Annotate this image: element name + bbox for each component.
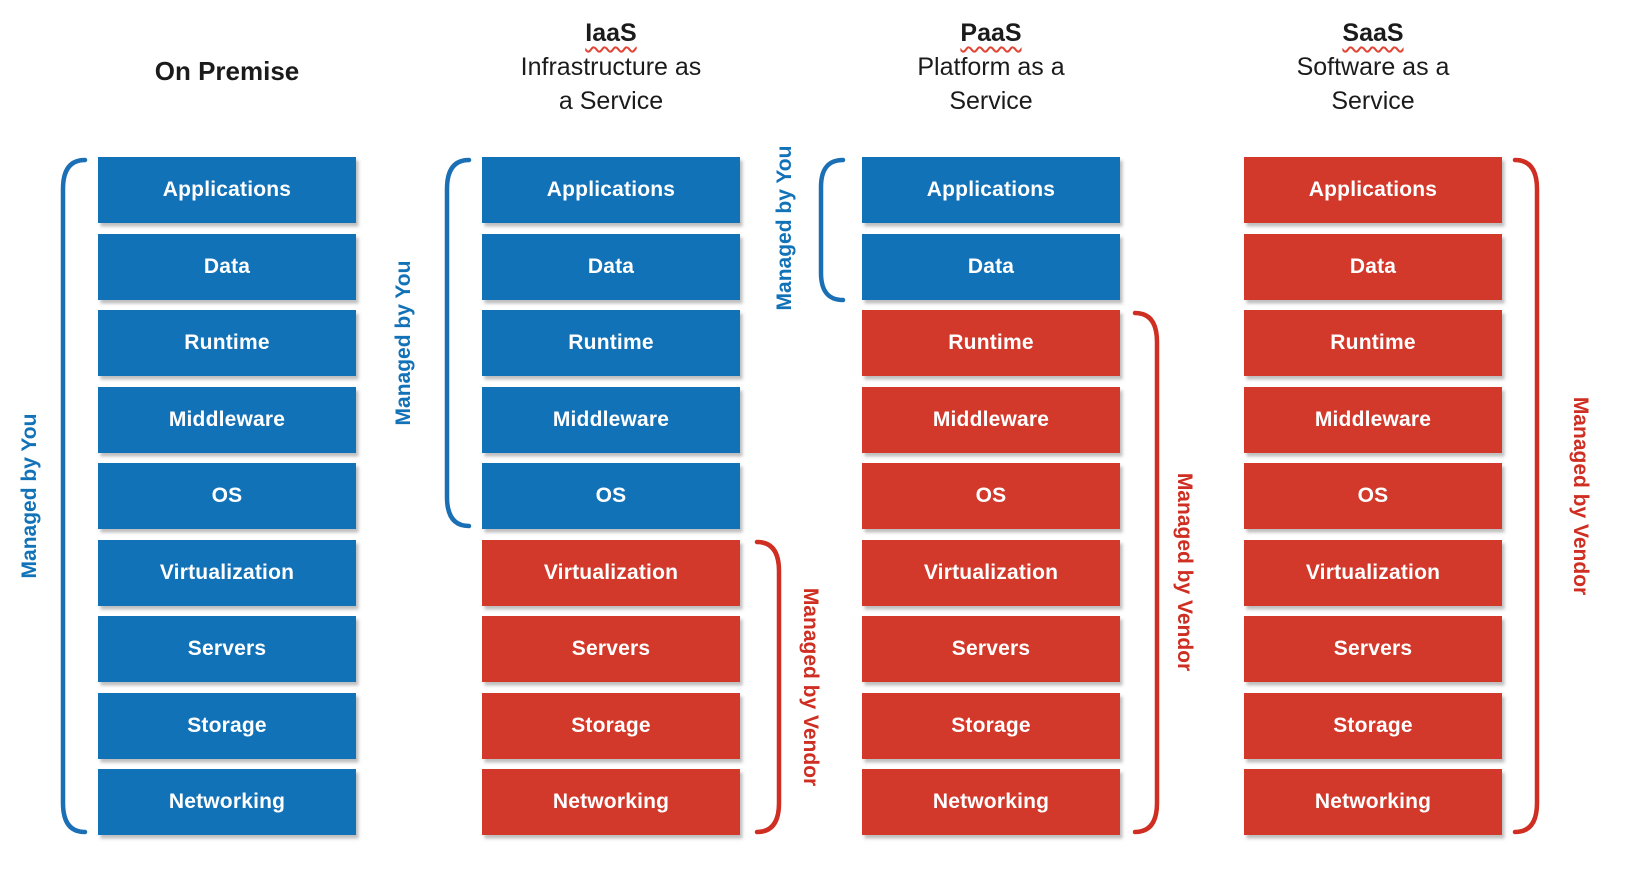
column-title-iaas: IaaS Infrastructure as a Service: [451, 16, 771, 118]
layer-box-os: OS: [482, 463, 740, 529]
layer-box-storage: Storage: [482, 692, 740, 759]
layer-box-networking: Networking: [1244, 769, 1502, 835]
layer-box-middleware: Middleware: [862, 386, 1120, 453]
layer-box-os: OS: [862, 463, 1120, 529]
paas-acronym: PaaS: [960, 19, 1022, 47]
layer-box-servers: Servers: [98, 616, 356, 682]
layer-box-data: Data: [98, 233, 356, 300]
layer-box-middleware: Middleware: [98, 386, 356, 453]
layer-box-data: Data: [482, 233, 740, 300]
managed-by-you-bracket-paas: [818, 157, 846, 303]
layer-box-networking: Networking: [482, 769, 740, 835]
saas-acronym-line: SaaS: [1213, 16, 1533, 50]
layer-box-storage: Storage: [98, 692, 356, 759]
layer-box-virtualization: Virtualization: [98, 539, 356, 606]
managed-by-you-label-iaas: Managed by You: [392, 260, 415, 426]
layer-box-runtime: Runtime: [862, 310, 1120, 376]
managed-by-vendor-label-saas: Managed by Vendor: [1569, 396, 1592, 596]
layer-box-applications: Applications: [1244, 157, 1502, 223]
iaas-acronym: IaaS: [585, 19, 637, 47]
managed-by-you-label-on-premise: Managed by You: [18, 413, 41, 579]
on-premise-title-text: On Premise: [154, 56, 300, 86]
iaas-subtitle-line2: a Service: [558, 87, 664, 115]
layer-box-storage: Storage: [1244, 692, 1502, 759]
layer-box-data: Data: [1244, 233, 1502, 300]
layer-box-virtualization: Virtualization: [862, 539, 1120, 606]
column-title-saas: SaaS Software as a Service: [1213, 16, 1533, 118]
layer-box-middleware: Middleware: [482, 386, 740, 453]
layer-box-applications: Applications: [482, 157, 740, 223]
layer-box-applications: Applications: [862, 157, 1120, 223]
managed-by-vendor-label-iaas: Managed by Vendor: [799, 587, 822, 787]
layer-box-os: OS: [98, 463, 356, 529]
saas-acronym: SaaS: [1342, 19, 1404, 47]
iaas-subtitle-line1: Infrastructure as: [520, 53, 702, 81]
layer-box-middleware: Middleware: [1244, 386, 1502, 453]
layer-box-applications: Applications: [98, 157, 356, 223]
stack-on-premise: Applications Data Runtime Middleware OS …: [98, 157, 356, 835]
column-title-paas: PaaS Platform as a Service: [831, 16, 1151, 118]
layer-box-servers: Servers: [1244, 616, 1502, 682]
paas-subtitle-line2: Service: [949, 87, 1033, 115]
layer-box-runtime: Runtime: [1244, 310, 1502, 376]
layer-box-storage: Storage: [862, 692, 1120, 759]
layer-box-virtualization: Virtualization: [482, 539, 740, 606]
layer-box-networking: Networking: [98, 769, 356, 835]
managed-by-you-label-paas: Managed by You: [773, 145, 796, 311]
layer-box-data: Data: [862, 233, 1120, 300]
managed-by-vendor-label-paas: Managed by Vendor: [1173, 472, 1196, 672]
managed-by-vendor-bracket-saas: [1512, 157, 1540, 835]
paas-acronym-line: PaaS: [831, 16, 1151, 50]
column-title-on-premise: On Premise: [67, 16, 387, 88]
layer-box-runtime: Runtime: [98, 310, 356, 376]
layer-box-networking: Networking: [862, 769, 1120, 835]
managed-by-you-bracket-iaas: [444, 157, 472, 529]
layer-box-virtualization: Virtualization: [1244, 539, 1502, 606]
stack-iaas: Applications Data Runtime Middleware OS …: [482, 157, 740, 835]
managed-by-vendor-bracket-paas: [1132, 310, 1160, 835]
stack-saas: Applications Data Runtime Middleware OS …: [1244, 157, 1502, 835]
layer-box-runtime: Runtime: [482, 310, 740, 376]
stack-paas: Applications Data Runtime Middleware OS …: [862, 157, 1120, 835]
layer-box-os: OS: [1244, 463, 1502, 529]
managed-by-you-bracket-on-premise: [60, 157, 88, 835]
iaas-acronym-line: IaaS: [451, 16, 771, 50]
saas-subtitle-line1: Software as a: [1296, 53, 1450, 81]
managed-by-vendor-bracket-iaas: [754, 539, 782, 835]
saas-subtitle-line2: Service: [1331, 87, 1415, 115]
layer-box-servers: Servers: [482, 616, 740, 682]
layer-box-servers: Servers: [862, 616, 1120, 682]
paas-subtitle-line1: Platform as a: [917, 53, 1065, 81]
